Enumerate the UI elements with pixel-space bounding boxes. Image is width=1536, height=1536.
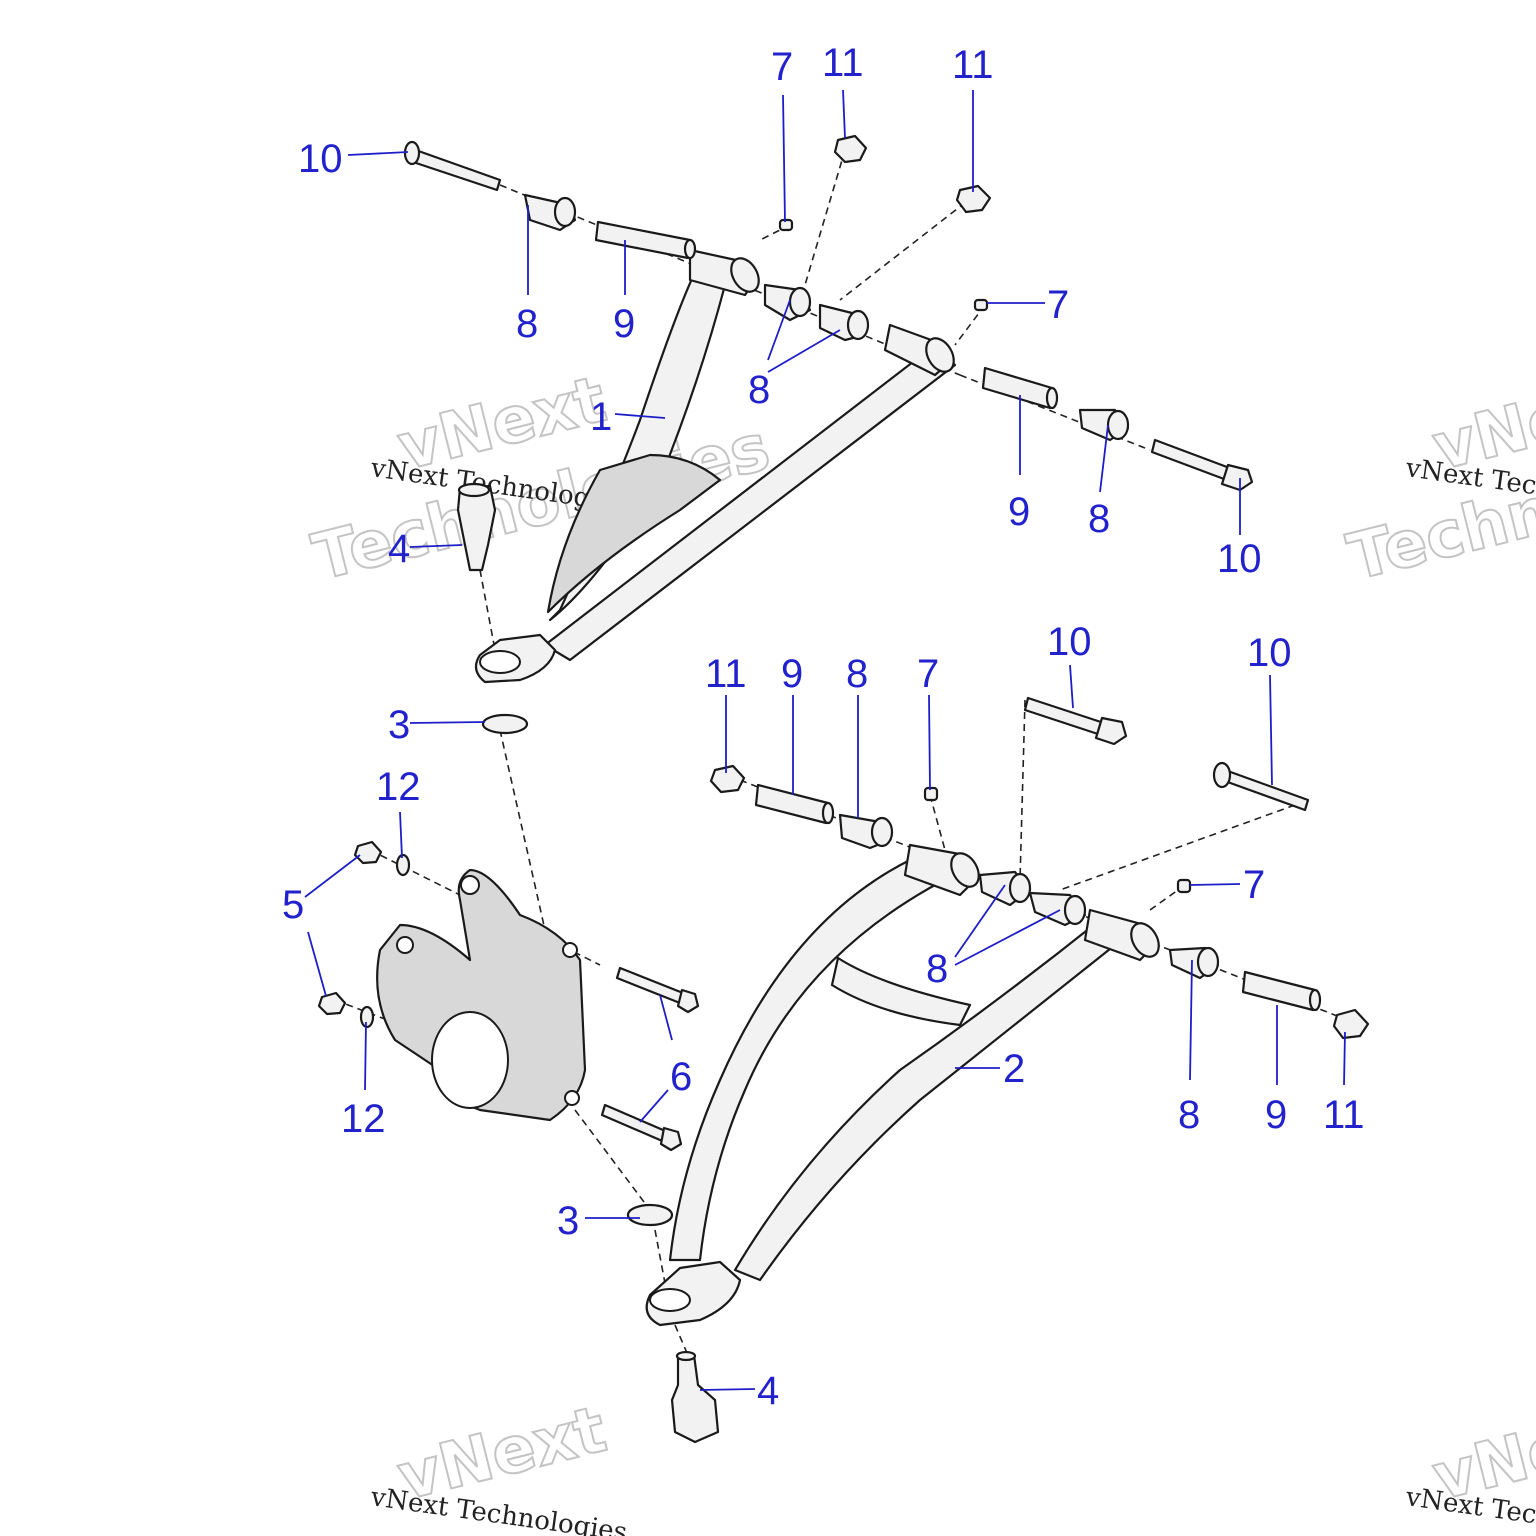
lower-a-arm <box>645 843 1160 1327</box>
callout-3: 3 <box>557 1199 579 1243</box>
callout-8: 8 <box>516 302 538 346</box>
callout-7: 7 <box>1243 863 1265 907</box>
callout-10: 10 <box>1217 537 1262 581</box>
callout-12: 12 <box>376 765 421 809</box>
callout-5: 5 <box>282 883 304 927</box>
callout-7: 7 <box>771 45 793 89</box>
callout-10: 10 <box>1247 631 1292 675</box>
callout-3: 3 <box>388 703 410 747</box>
callout-11: 11 <box>822 41 864 85</box>
callout-1: 1 <box>590 395 612 439</box>
callout-11: 11 <box>1323 1093 1365 1137</box>
leader-lines <box>304 89 1346 1391</box>
callout-8: 8 <box>1178 1093 1200 1137</box>
callout-4: 4 <box>388 527 410 571</box>
callout-4: 4 <box>757 1369 779 1413</box>
callout-labels: 10 8 9 7 11 11 7 8 1 9 8 10 4 3 11 9 8 7… <box>282 41 1365 1413</box>
callout-9: 9 <box>781 652 803 696</box>
hardware-parts <box>317 134 1370 1444</box>
callout-7: 7 <box>1047 283 1069 327</box>
callout-8: 8 <box>748 368 770 412</box>
callout-8: 8 <box>926 947 948 991</box>
callout-9: 9 <box>1008 490 1030 534</box>
upper-a-arm <box>474 248 957 684</box>
callout-11: 11 <box>952 43 994 87</box>
callout-8: 8 <box>1088 497 1110 541</box>
callout-2: 2 <box>1003 1047 1025 1091</box>
callout-10: 10 <box>1047 620 1092 664</box>
callout-6: 6 <box>670 1055 692 1099</box>
callout-8: 8 <box>846 652 868 696</box>
callout-7: 7 <box>917 652 939 696</box>
callout-10: 10 <box>298 137 343 181</box>
callout-12: 12 <box>341 1097 386 1141</box>
callout-9: 9 <box>1265 1093 1287 1137</box>
callout-11: 11 <box>705 652 747 696</box>
callout-9: 9 <box>613 302 635 346</box>
steering-knuckle <box>376 868 587 1122</box>
